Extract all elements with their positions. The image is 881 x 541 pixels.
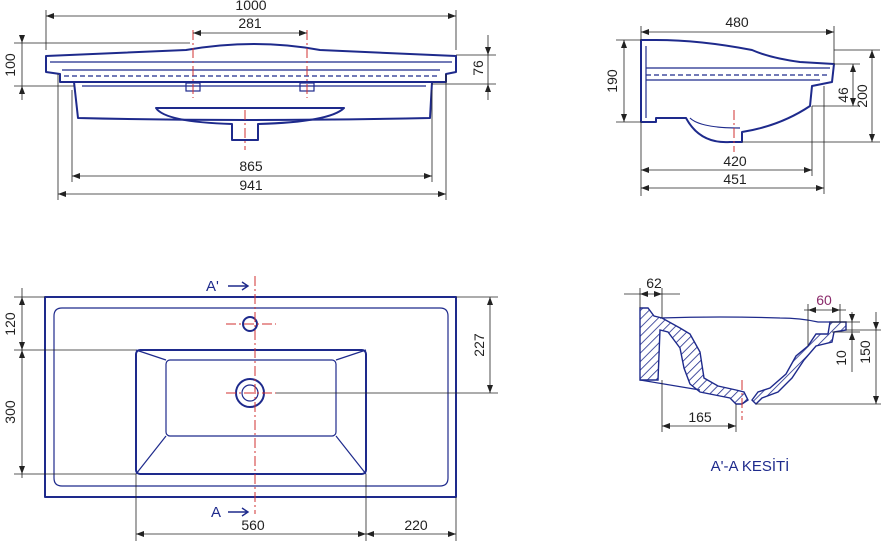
front-view-basin-outline xyxy=(45,43,457,83)
dim-top-hole-offset: 227 xyxy=(471,333,487,357)
section-mark-top: A' xyxy=(206,278,219,295)
dim-front-height-total: 100 xyxy=(2,53,18,77)
top-view: A' A 120 300 227 560 220 xyxy=(2,276,498,541)
dim-side-bowl-depth: 420 xyxy=(723,153,747,169)
dim-section-wall-thickness: 62 xyxy=(646,275,662,291)
dim-front-width-total: 1000 xyxy=(235,0,266,13)
section-title: A'-A KESİTİ xyxy=(711,457,790,475)
dim-section-height: 150 xyxy=(857,340,873,364)
dim-side-depth-total: 480 xyxy=(725,14,749,30)
dim-section-ledge-width: 60 xyxy=(816,292,832,308)
dim-top-bowl-length: 300 xyxy=(2,400,18,424)
section-mark-bottom: A xyxy=(211,504,221,521)
side-view-outline xyxy=(640,39,835,144)
dim-top-bowl-width: 560 xyxy=(241,517,265,533)
dim-side-height: 190 xyxy=(604,69,620,93)
dim-top-front-margin: 120 xyxy=(2,312,18,336)
dim-side-base-depth: 451 xyxy=(723,171,747,187)
section-view: 62 60 10 150 165 A'-A KESİTİ xyxy=(624,275,881,475)
dim-side-total-height: 200 xyxy=(854,84,870,108)
tap-hole-marks xyxy=(185,82,315,92)
dim-front-bowl-width: 865 xyxy=(239,158,263,174)
dim-side-rim-height: 46 xyxy=(835,87,851,103)
top-view-bowl-outer xyxy=(135,349,367,475)
dim-front-base-width: 941 xyxy=(239,177,263,193)
dim-section-ledge-height: 10 xyxy=(833,350,849,366)
front-view-bowl xyxy=(73,81,433,121)
top-view-outer-outline xyxy=(44,296,457,498)
dim-section-drain-offset: 165 xyxy=(688,409,712,425)
top-view-bowl-inner xyxy=(165,359,337,437)
front-view: 1000 281 100 76 865 941 xyxy=(2,0,496,200)
side-view: 480 190 46 200 420 451 xyxy=(604,14,880,196)
dim-front-rim-height: 76 xyxy=(470,60,486,76)
dim-top-side-margin: 220 xyxy=(404,517,428,533)
dim-tap-spacing: 281 xyxy=(238,15,262,31)
